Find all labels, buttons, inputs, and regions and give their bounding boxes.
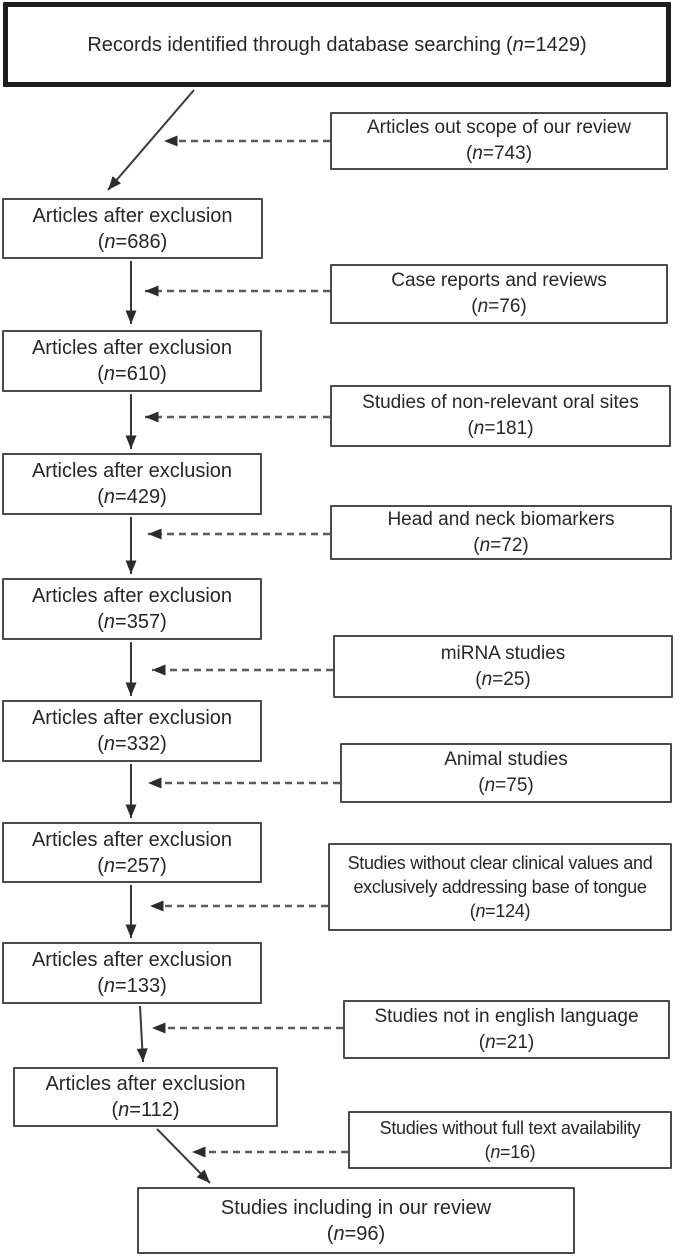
n-count: (n=181) [467,418,534,439]
node-label: Articles after exclusion [31,949,233,971]
n-count: (n=610) [97,363,167,385]
node-case-reports: Case reports and reviews (n=76) [330,264,668,324]
node-records: Records identified through database sear… [3,2,671,87]
node-after-exclusion-133: Articles after exclusion (n=133) [2,942,262,1004]
n-count: (n=72) [473,534,529,556]
node-label: Articles after exclusion [31,707,233,729]
n-count: (n=25) [475,668,531,690]
node-after-exclusion-429: Articles after exclusion (n=429) [2,453,262,515]
n-count: (n=75) [478,775,534,796]
node-head-neck: Head and neck biomarkers (n=72) [330,505,672,560]
n-count: (n=257) [97,854,167,877]
n-count: (n=124) [469,901,531,921]
n-count: (n=16) [484,1142,536,1162]
node-mirna: miRNA studies (n=25) [333,635,673,698]
node-label: Studies including in our review [220,1196,492,1219]
node-after-exclusion-257: Articles after exclusion (n=257) [2,822,262,883]
node-label: Animal studies [444,749,568,770]
n-count: (n=686) [97,230,168,253]
node-articles-out-scope: Articles out scope of our review (n=743) [330,112,668,170]
node-fulltext: Studies without full text availability (… [348,1111,672,1169]
node-label: Articles after exclusion [32,204,233,227]
node-after-exclusion-357: Articles after exclusion (n=357) [2,578,262,640]
node-after-exclusion-112: Articles after exclusion (n=112) [13,1067,278,1127]
node-label: Articles after exclusion [45,1073,246,1095]
n-count: (n=332) [97,733,167,755]
node-label: Head and neck biomarkers [387,508,615,530]
node-included: Studies including in our review (n=96) [137,1187,575,1254]
node-after-exclusion-610: Articles after exclusion (n=610) [2,330,262,392]
n-count: (n=357) [97,611,167,633]
node-label: miRNA studies [440,642,566,664]
node-clinical-values: Studies without clear clinical values an… [328,843,672,931]
node-label: Studies not in english language [374,1005,639,1027]
node-label: Articles after exclusion [31,585,233,607]
node-after-exclusion-686: Articles after exclusion (n=686) [2,198,263,259]
n-count: (n=21) [478,1031,535,1053]
node-label: Records identified through database sear… [87,33,501,56]
n-count: (n=1429) [505,33,587,56]
node-after-exclusion-332: Articles after exclusion (n=332) [2,700,262,762]
n-count: (n=96) [326,1222,386,1245]
node-label: Studies without clear clinical values an… [347,853,653,897]
n-count: (n=743) [465,143,533,164]
n-count: (n=429) [97,486,167,508]
node-label: Case reports and reviews [391,270,607,291]
node-english: Studies not in english language (n=21) [343,1000,670,1059]
node-label: Articles after exclusion [31,337,233,359]
node-label: Articles after exclusion [31,460,233,482]
node-animal: Animal studies (n=75) [340,743,672,803]
node-label: Articles out scope of our review [366,117,631,138]
arrow-excl7-to-excl8 [136,1005,148,1063]
node-label: Articles after exclusion [31,828,233,851]
arrow-records-to-excl1 [107,89,195,191]
n-count: (n=112) [111,1099,180,1121]
n-count: (n=76) [471,296,527,317]
node-oral-sites: Studies of non-relevant oral sites (n=18… [330,385,671,447]
node-label: Studies of non-relevant oral sites [362,392,639,413]
node-label: Studies without full text availability [379,1118,641,1138]
n-count: (n=133) [97,975,167,997]
arrow-excl8-to-included [156,1128,211,1184]
